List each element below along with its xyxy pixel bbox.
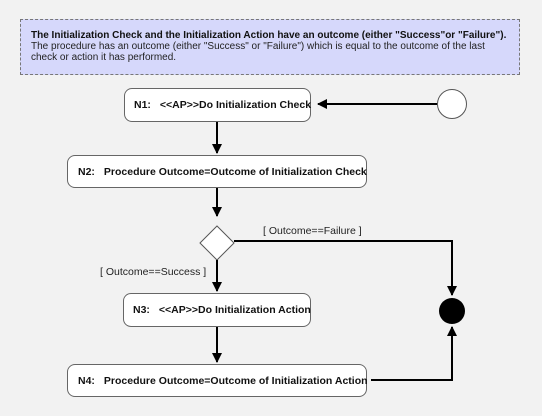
node-label: Procedure Outcome=Outcome of Initializat… (103, 165, 367, 178)
decision-node (199, 225, 235, 261)
note-heading: The Initialization Check and the Initial… (31, 30, 507, 41)
node-id: N2: (78, 165, 95, 178)
node-id: N4: (78, 374, 95, 387)
initial-node (437, 89, 467, 119)
final-node (439, 298, 465, 324)
edge-n4-to-final (371, 326, 457, 381)
node-id: N3: (133, 304, 150, 316)
node-label: <<AP>>Do Initialization Action (158, 304, 311, 316)
guard-success: [ Outcome==Success ] (100, 266, 207, 278)
note-body: The procedure has an outcome (either "Su… (31, 41, 485, 63)
action-node-n2: N2: Procedure Outcome=Outcome of Initial… (67, 155, 367, 188)
action-node-n4: N4: Procedure Outcome=Outcome of Initial… (67, 364, 368, 397)
diagram-note: The Initialization Check and the Initial… (20, 19, 520, 75)
action-node-n3: N3: <<AP>>Do Initialization Action (123, 293, 311, 327)
node-id: N1: (134, 99, 151, 111)
node-label: Procedure Outcome=Outcome of Initializat… (103, 374, 368, 387)
action-node-n1: N1: <<AP>>Do Initialization Check (124, 88, 311, 122)
node-label: <<AP>>Do Initialization Check (159, 99, 312, 111)
guard-failure: [ Outcome==Failure ] (263, 225, 362, 237)
edge-decision-failure (234, 240, 457, 296)
